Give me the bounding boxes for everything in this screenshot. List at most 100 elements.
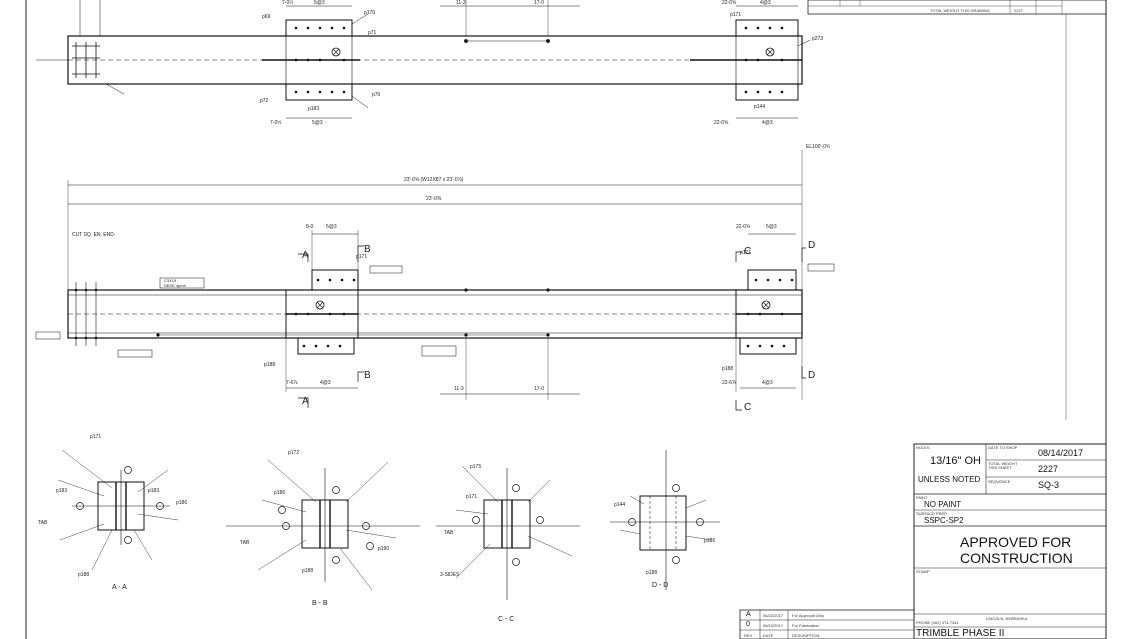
unless-noted: UNLESS NOTED <box>918 475 981 484</box>
section-mark-c-bottom: C <box>744 402 752 413</box>
section-mark-d-top: D <box>808 240 816 251</box>
callout-main-2: p171 <box>740 250 752 256</box>
dim-main-top-3: 22-0⅝ <box>736 224 751 230</box>
callout-main-4: p188 <box>722 366 734 372</box>
section-label-b: B - B <box>312 600 328 607</box>
callout-top-6: p183 <box>308 106 320 112</box>
sec-callout-8: p190 <box>378 546 390 552</box>
callout-main-3: p188 <box>264 362 276 368</box>
approval-line-2: CONSTRUCTION <box>960 550 1073 566</box>
member-note-1: C3X15 <box>164 278 177 283</box>
section-label-c: C - C <box>498 616 515 623</box>
sec-callout-18: TAB <box>444 530 454 536</box>
paint-label: PAINT <box>916 495 928 500</box>
section-b-b-view <box>226 459 420 591</box>
dim-main-bot-4: 17-0 <box>534 386 545 392</box>
overall-dim: 23'-0⅜ <box>426 196 442 202</box>
sec-callout-16: TAB <box>38 520 48 526</box>
dim-top-1: 7-0½ <box>282 0 294 6</box>
section-a-a-view <box>57 449 179 571</box>
callout-top-4: p71 <box>368 30 377 36</box>
callout-top-5: p171 <box>730 12 742 18</box>
sec-callout-6: p172 <box>288 450 300 456</box>
holes-label: HOLES <box>916 445 930 450</box>
callout-top-7: p72 <box>260 98 269 104</box>
rev-1-desc: For Fabrication <box>792 623 819 628</box>
elevation-top <box>36 0 811 119</box>
callout-top-1: p69 <box>262 14 271 20</box>
rev-header-date: DATE <box>763 633 774 638</box>
dim-main-bot-3: 11-3 <box>454 386 464 392</box>
rev-0-date: 06/22/2017 <box>763 613 784 618</box>
overall-dim-note: 23'-0⅝ (W12X87 x 23'-0⅞) <box>404 177 464 183</box>
elevation-main-bolts <box>74 278 794 348</box>
date-to-shop-label: DATE TO SHOP <box>988 445 1018 450</box>
city-text: LINCOLN, NEBRASKA <box>986 616 1028 621</box>
sec-callout-7: p188 <box>302 568 314 574</box>
member-note-2: SEEK 4pmh <box>164 283 186 288</box>
dim-top-3: 11-3 <box>456 0 466 6</box>
total-weight-value: 2227 <box>1038 464 1059 474</box>
callout-top-9: p144 <box>754 104 766 110</box>
rev-0-desc: For Approval Only <box>792 613 825 618</box>
dim-main-bot-1: 7-6⅞ <box>286 380 298 386</box>
callout-top-2: p70 <box>372 92 381 98</box>
sec-callout-10: p175 <box>470 464 482 470</box>
rev-header-id: REV <box>744 633 753 638</box>
callout-main-1: p171 <box>356 254 368 260</box>
sec-callout-13: p186 <box>704 538 716 544</box>
sec-callout-15: 3-SIDES <box>440 572 460 578</box>
section-label-a: A - A <box>112 584 127 591</box>
dim-main-bot-6: 4@3 <box>762 380 773 386</box>
dim-top-4: 17-0 <box>534 0 545 6</box>
beam-main-outline <box>67 289 803 339</box>
callout-top-3: p170 <box>364 10 376 16</box>
sequence-value: SQ-3 <box>1038 480 1060 490</box>
total-weight-drawing-label: TOTAL WEIGHT THIS DRAWING <box>930 8 990 13</box>
dim-main-top-2: 5@3 <box>326 224 337 230</box>
section-c-c-view <box>436 465 580 600</box>
elevation-main <box>35 150 835 411</box>
title-block-frame <box>739 0 1107 639</box>
section-mark-a-top: A <box>302 250 309 261</box>
section-mark-b-top: B <box>364 244 371 255</box>
section-mark-a-bottom: A <box>302 396 309 407</box>
dim-top-5: 22-0⅝ <box>722 0 737 6</box>
sec-callout-17: TAB <box>240 540 250 546</box>
dim-top-10: 4@3 <box>762 120 773 126</box>
dim-top-7: 7-0½ <box>270 120 282 126</box>
sec-callout-5: p188 <box>78 572 90 578</box>
sec-callout-3: p183 <box>148 488 160 494</box>
dim-top-6: 4@3 <box>760 0 771 6</box>
dim-top-2: 5@3 <box>314 0 325 6</box>
paint-value: NO PAINT <box>924 500 962 509</box>
sec-callout-4: p186 <box>176 500 188 506</box>
section-label-d: D - D <box>652 582 669 589</box>
callout-top-8: p273 <box>812 36 824 42</box>
total-weight-label: TOTAL WEIGHT THIS SHEET <box>988 461 1018 470</box>
sec-callout-12: p144 <box>614 502 626 508</box>
sec-callout-9: p186 <box>274 490 286 496</box>
approval-line-1: APPROVED FOR <box>960 534 1072 550</box>
dim-main-top-1: 8-0 <box>306 224 314 230</box>
dim-main-top-4: 5@3 <box>766 224 777 230</box>
el-note: EL100'-0¾ <box>806 144 831 150</box>
section-mark-c-top: C <box>744 246 752 257</box>
sequence-label: SEQUENCE <box>988 479 1011 484</box>
total-weight-drawing-value: 2227 <box>1014 8 1023 13</box>
rev-0-id: A <box>746 611 751 618</box>
dim-main-bot-5: 22-6⅞ <box>722 380 737 386</box>
surface-prep-label: SURFACE PREP <box>916 511 947 516</box>
sec-callout-14: p188 <box>646 570 658 576</box>
date-to-shop-value: 08/14/2017 <box>1038 448 1084 458</box>
dim-top-9: 22-0⅝ <box>714 120 729 126</box>
rev-header-desc: DESCRIPTION <box>792 633 820 638</box>
sec-callout-1: p171 <box>90 434 102 440</box>
cut-note: CUT SQ. EN. END <box>72 232 114 238</box>
project-name: TRIMBLE PHASE II <box>916 628 1005 639</box>
holes-value: 13/16" OH <box>930 455 981 467</box>
sec-callout-2: p183 <box>56 488 68 494</box>
rev-1-id: 0 <box>746 621 750 628</box>
